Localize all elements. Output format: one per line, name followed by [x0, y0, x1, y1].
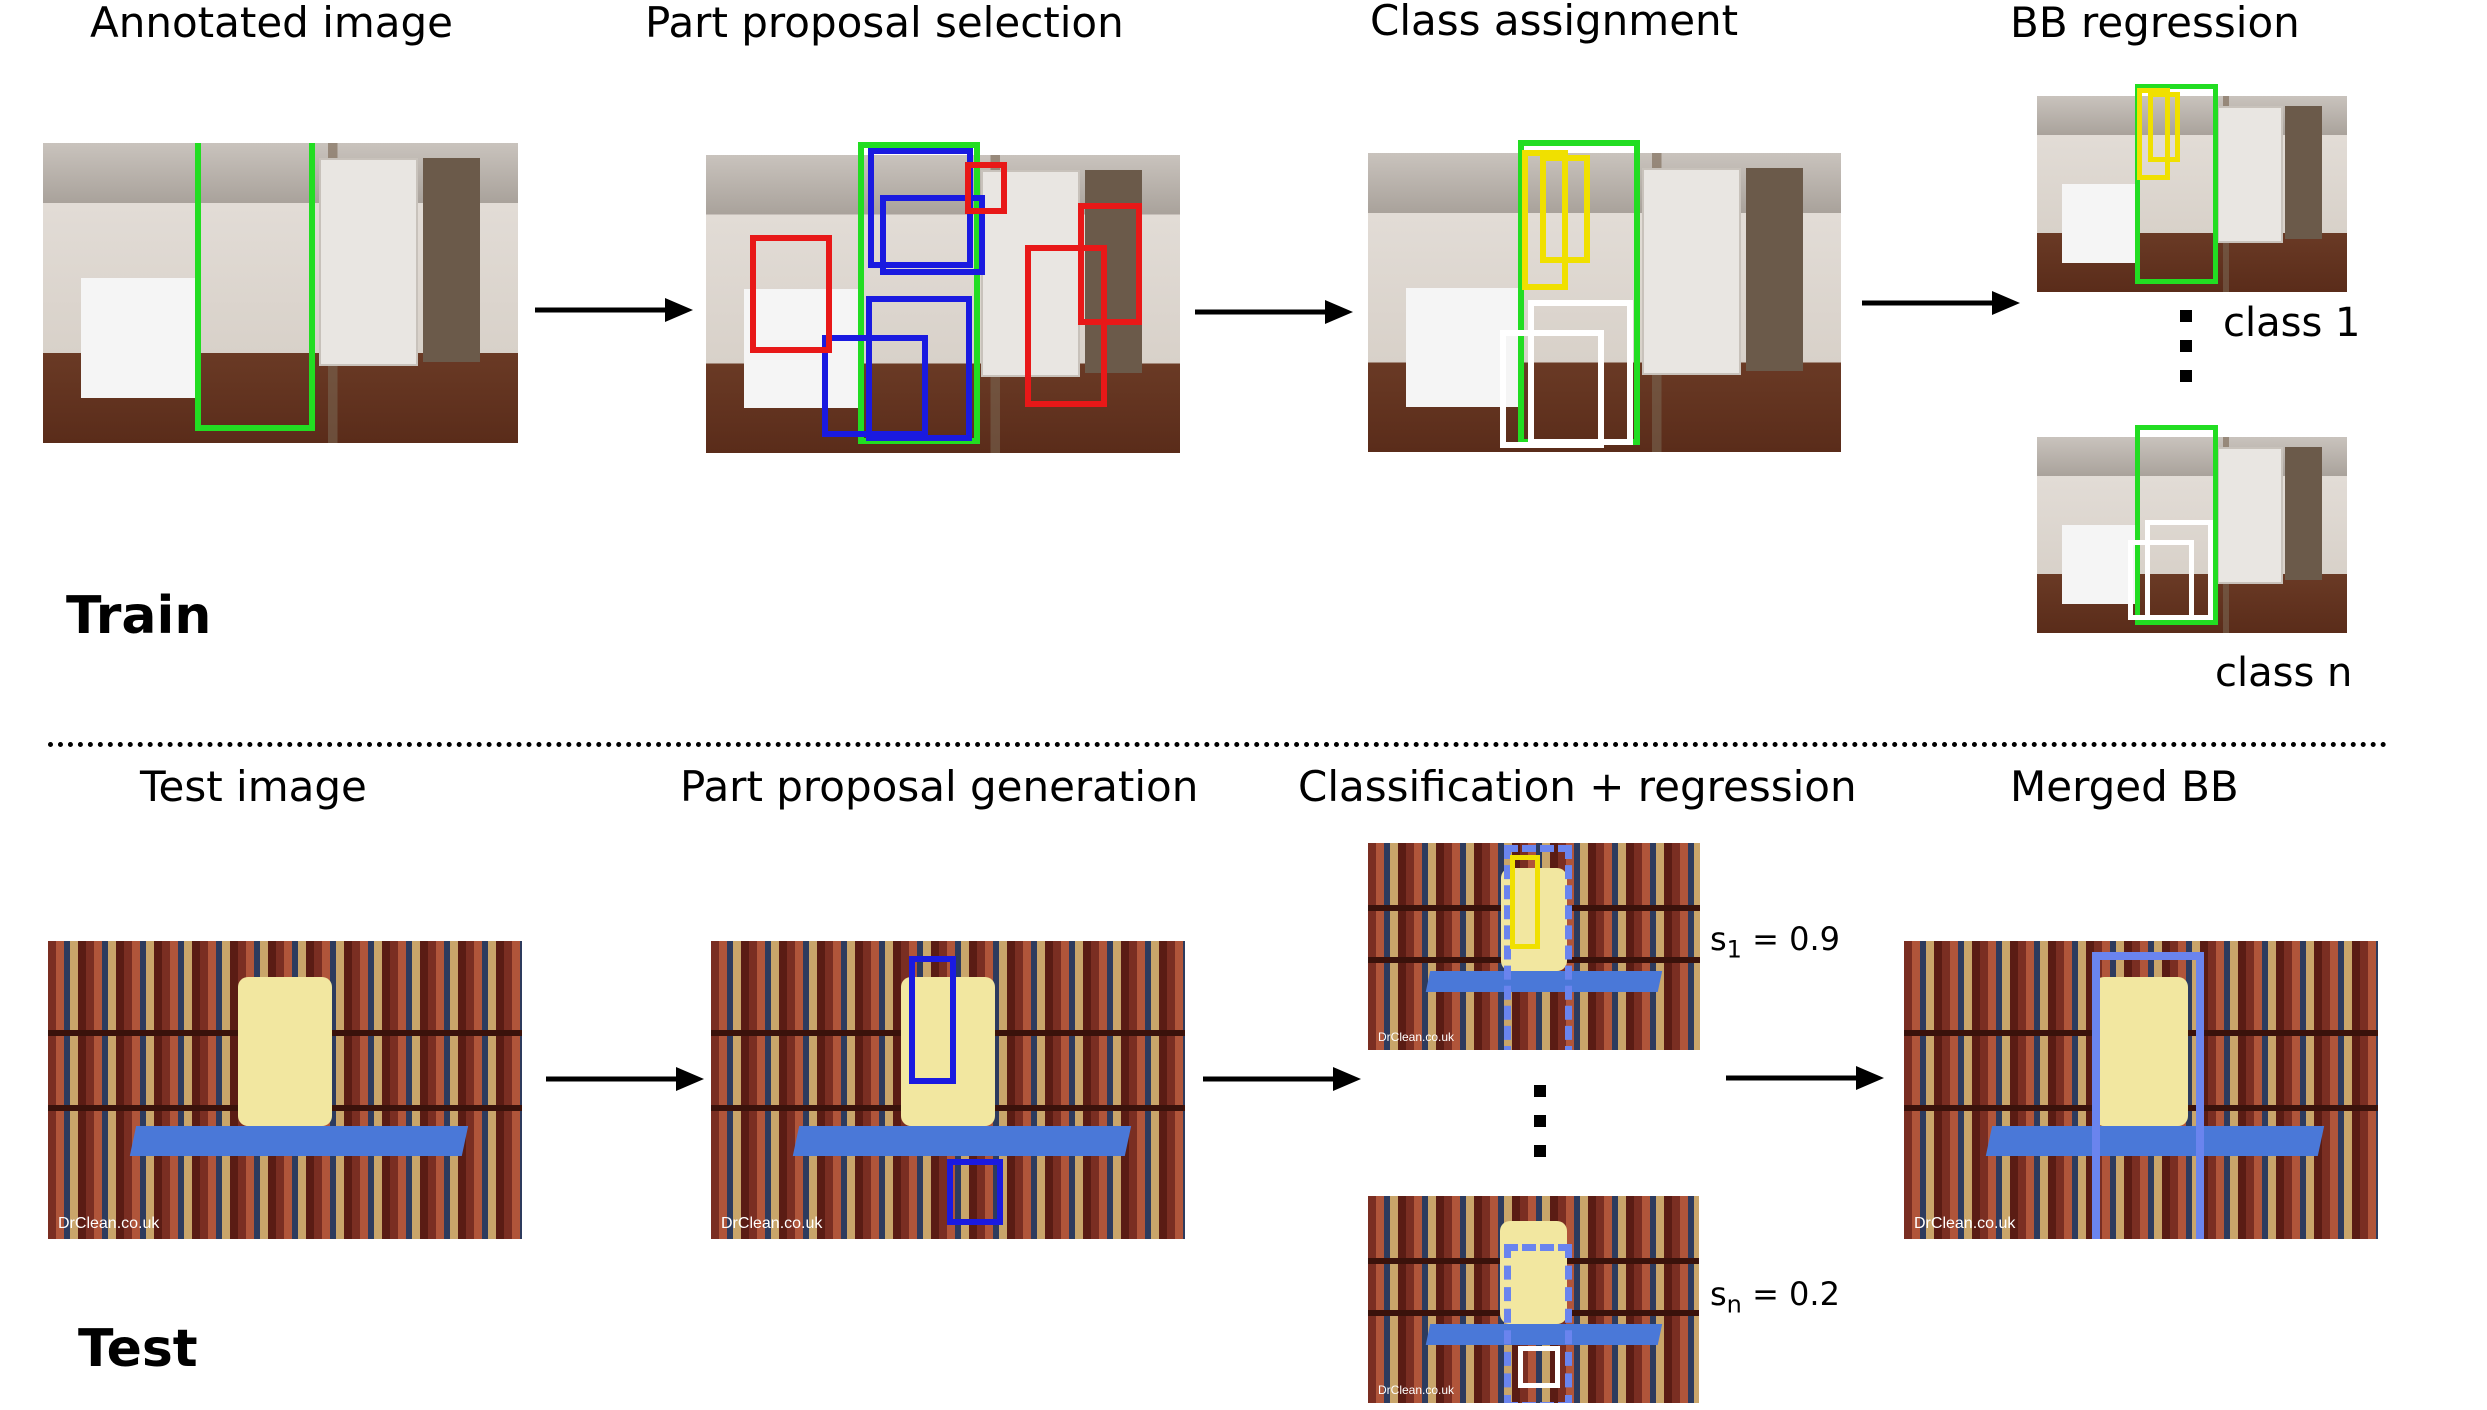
classification-image-top: DrClean.co.uk	[1368, 843, 1700, 1050]
classification-image-bottom: DrClean.co.uk	[1368, 1196, 1699, 1403]
proposal-box-blue	[822, 335, 928, 437]
section-divider	[48, 742, 2388, 747]
class-1-label: class 1	[2223, 300, 2361, 346]
vertical-ellipsis	[2180, 310, 2192, 400]
proposal-box-blue	[866, 296, 972, 441]
proposal-box-red	[965, 162, 1007, 214]
title-classification-regression: Classification + regression	[1298, 762, 1857, 811]
merged-box	[2092, 952, 2204, 1239]
vertical-ellipsis	[1534, 1085, 1546, 1175]
test-label: Test	[78, 1319, 198, 1379]
proposal-box-blue	[909, 956, 956, 1084]
title-bb-regression: BB regression	[2010, 0, 2300, 47]
class-box-yellow	[2148, 92, 2180, 162]
arrow-right-icon	[535, 298, 693, 322]
proposal-box-blue	[880, 195, 985, 275]
watermark: DrClean.co.uk	[1378, 1030, 1455, 1044]
arrow-right-icon	[1726, 1066, 1884, 1090]
title-test-image: Test image	[140, 762, 367, 811]
title-part-proposal-selection: Part proposal selection	[645, 0, 1124, 47]
test-image: DrClean.co.uk	[48, 941, 522, 1239]
proposal-box-red	[1025, 245, 1107, 407]
gt-box	[2135, 84, 2218, 284]
arrow-right-icon	[1862, 291, 2020, 315]
bb-regression-image-class-1	[2037, 96, 2347, 292]
class-box-yellow	[1522, 150, 1568, 290]
score-s1: s1 = 0.9	[1710, 920, 1840, 964]
annotated-image	[43, 143, 518, 443]
title-merged-bb: Merged BB	[2010, 762, 2239, 811]
class-box-yellow	[2137, 88, 2170, 180]
title-part-proposal-generation: Part proposal generation	[680, 762, 1199, 811]
class-box-white	[1500, 330, 1604, 448]
proposal-generation-image: DrClean.co.uk	[711, 941, 1185, 1239]
train-label: Train	[66, 586, 212, 646]
watermark: DrClean.co.uk	[58, 1215, 160, 1232]
watermark: DrClean.co.uk	[1378, 1383, 1455, 1397]
title-annotated-image: Annotated image	[90, 0, 454, 47]
class-box-yellow	[1540, 155, 1590, 263]
score-sn: sn = 0.2	[1710, 1275, 1840, 1319]
proposal-box-red	[750, 235, 832, 353]
proposal-box-blue	[947, 1159, 1003, 1225]
class-box-yellow	[1510, 855, 1540, 949]
regressed-box-dashed	[1504, 1244, 1572, 1403]
gt-box	[858, 142, 980, 444]
arrow-right-icon	[1203, 1067, 1361, 1091]
proposal-box-red	[1078, 203, 1142, 325]
class-n-label: class n	[2215, 650, 2353, 696]
gt-box	[2135, 425, 2218, 625]
title-class-assignment: Class assignment	[1370, 0, 1739, 45]
class-box-white	[1518, 1346, 1560, 1388]
watermark: DrClean.co.uk	[721, 1215, 823, 1232]
regressed-box-dashed	[1504, 845, 1572, 1050]
class-box-white	[2128, 540, 2194, 620]
merged-bb-image: DrClean.co.uk	[1904, 941, 2378, 1239]
gt-box	[195, 143, 315, 431]
arrow-right-icon	[1195, 300, 1353, 324]
arrow-right-icon	[546, 1067, 704, 1091]
bb-regression-image-class-n	[2037, 437, 2347, 633]
watermark: DrClean.co.uk	[1914, 1215, 2016, 1232]
